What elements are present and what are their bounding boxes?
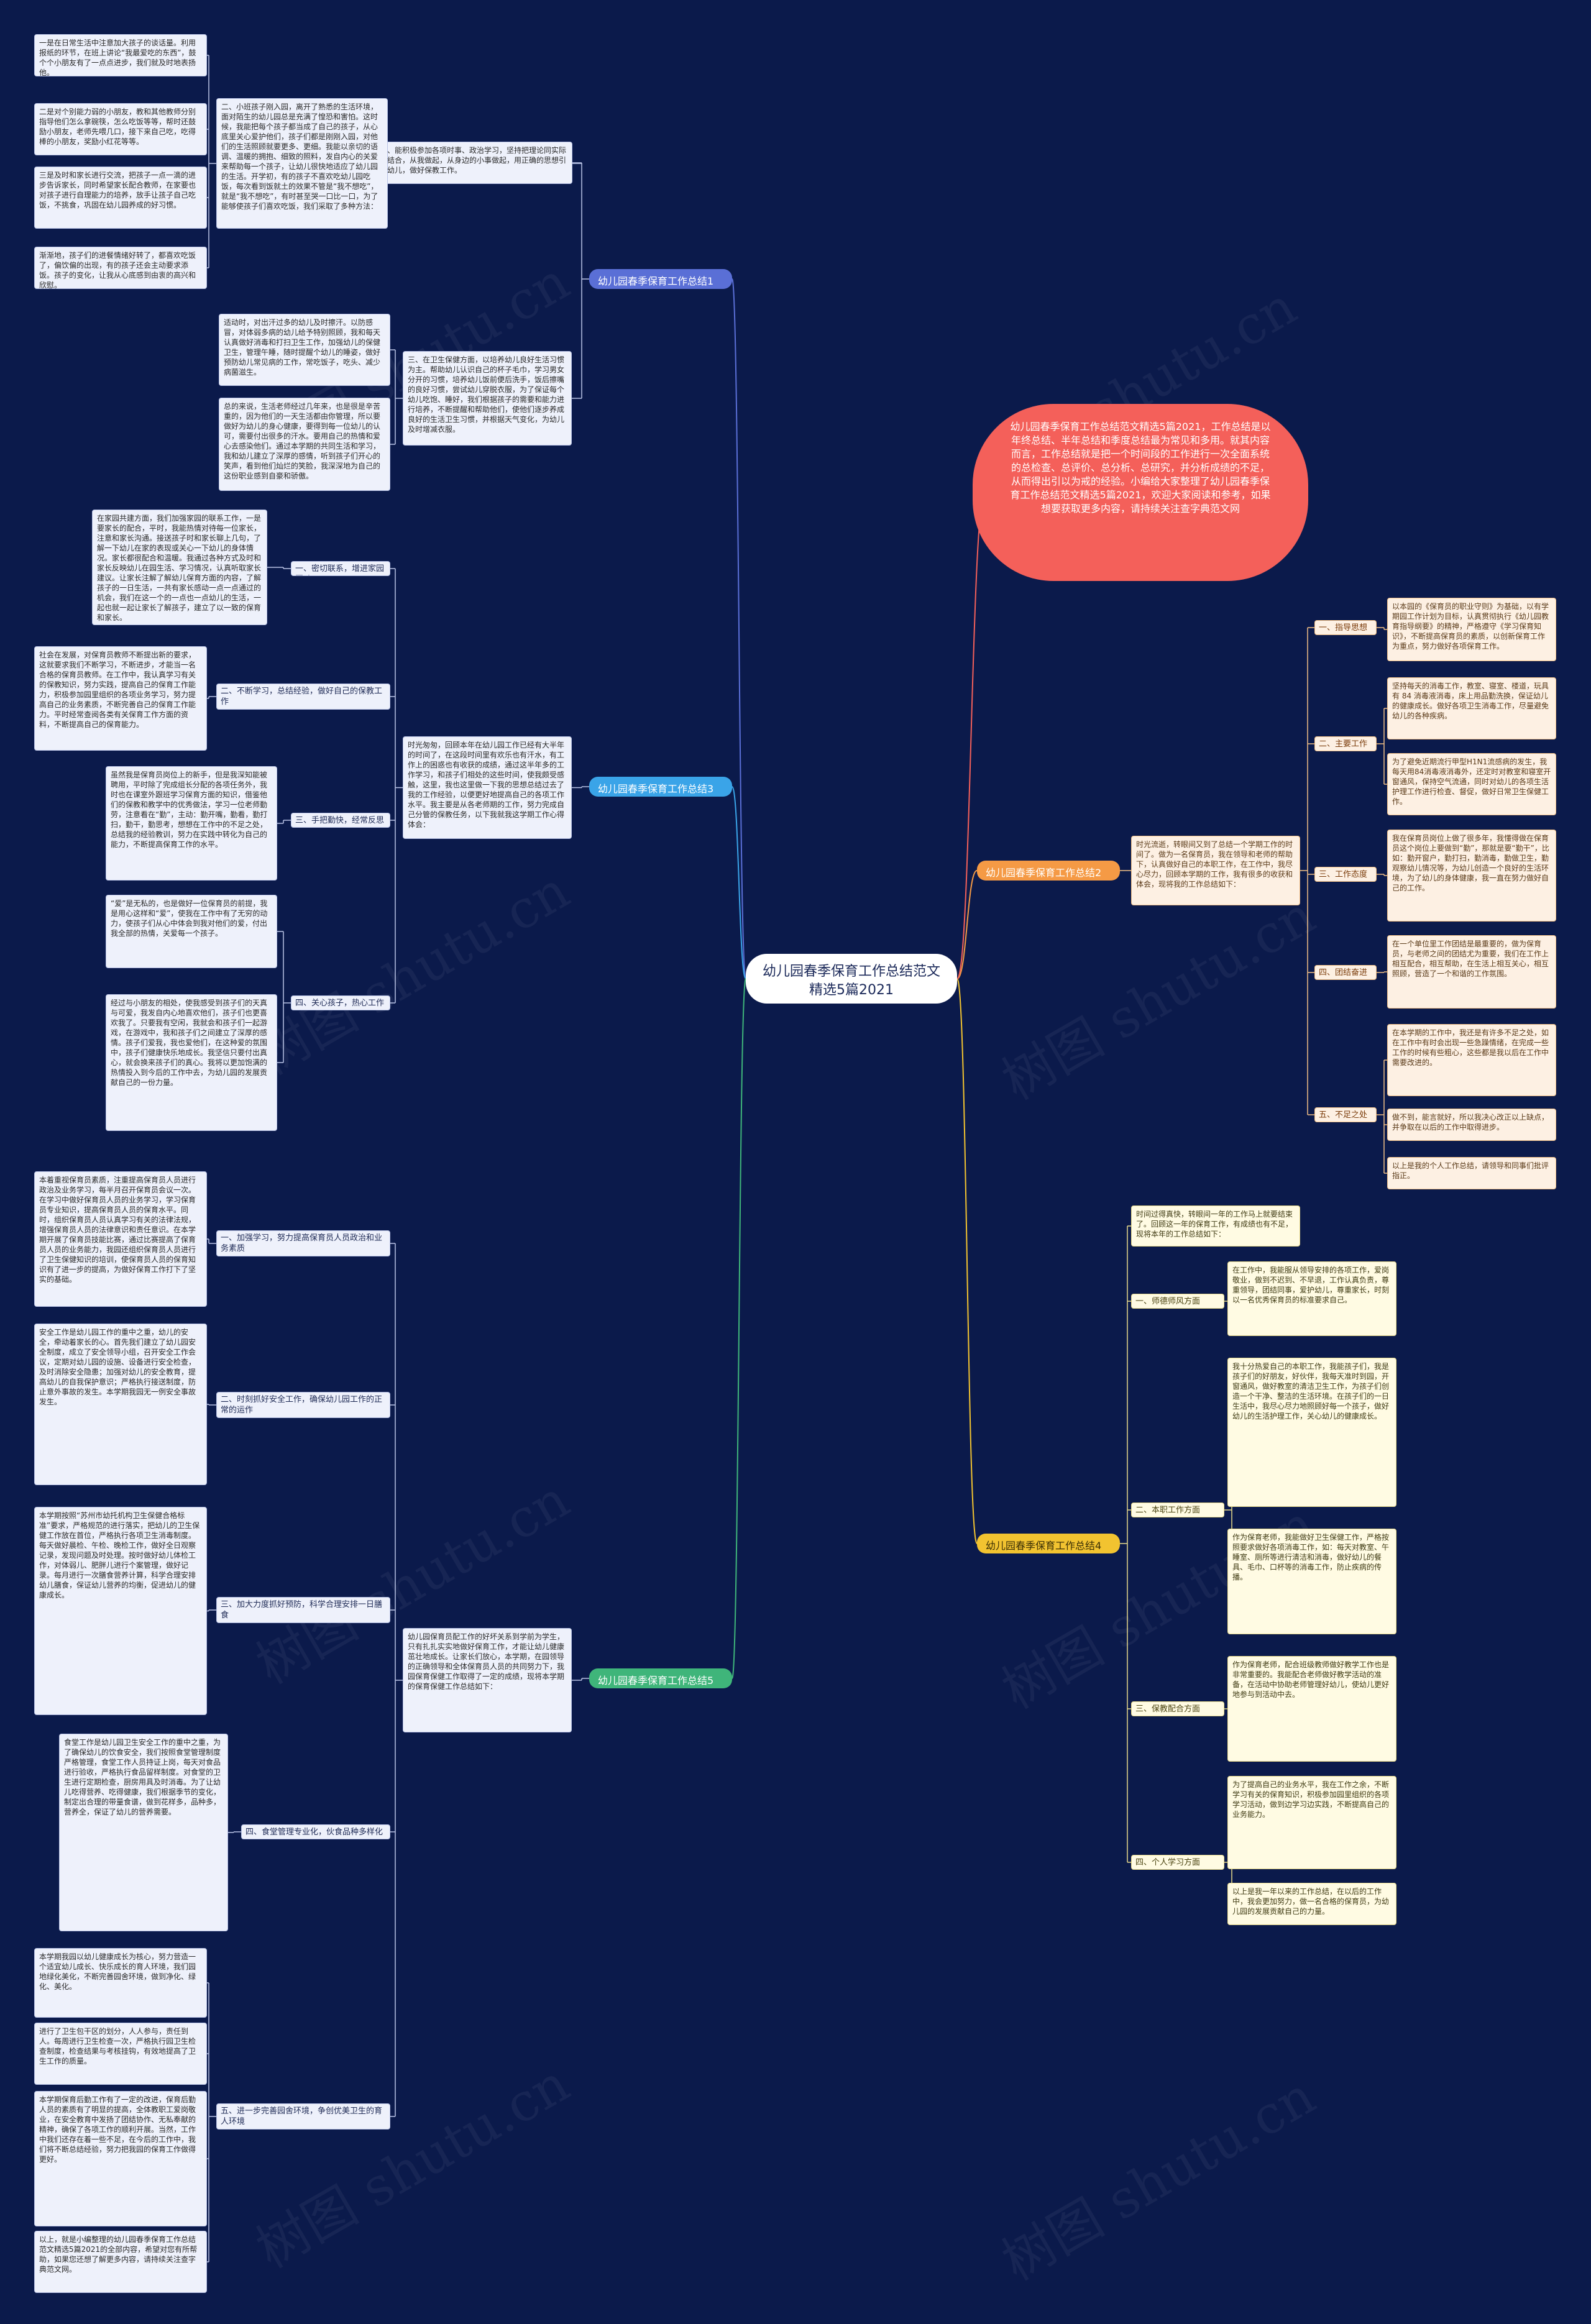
connector (207, 1404, 216, 1406)
branch-3-summary: 时光匆匆，回顾本年在幼儿园工作已经有大半年的时间了，在这段时间里有欢乐也有汗水，… (403, 736, 572, 839)
connector (572, 786, 589, 789)
branch-5-label-1[interactable]: 一、加强学习，努力提高保育员人员政治和业务素质 (216, 1230, 390, 1256)
branch-1-item-2a: 一是在日常生活中注意加大孩子的谈话量。利用报纸的环节，在班上讲论“我最爱吃的东西… (34, 34, 207, 76)
branch-1-item-3: 三、在卫生保健方面，以培养幼儿良好生活习惯为主。帮助幼儿认识自己的杯子毛巾，学习… (403, 351, 572, 446)
branch-2-text-5b: 做不到，能言就好，所以我决心改正以上缺点，并争取在以后的工作中取得进步。 (1387, 1109, 1556, 1141)
connector (207, 55, 216, 268)
connector (207, 1609, 216, 1612)
branch-3-text-2: 社会在发展，对保育员教师不断提出新的要求，这就要求我们不断学习，不断进步，才能当… (34, 646, 207, 751)
branch-4[interactable]: 幼儿园春季保育工作总结4 (977, 1534, 1120, 1553)
connector (1224, 1432, 1232, 1582)
connector (956, 492, 986, 979)
branch-4-text-1: 在工作中，我能服从领导安排的各项工作，爱岗敬业，做到不迟到、不早退，工作认真负责… (1227, 1261, 1396, 1336)
branch-5[interactable]: 幼儿园春季保育工作总结5 (589, 1668, 732, 1688)
branch-1-item-3b: 总的来说，生活老师经过几年来，也是很是辛苦重的，因为他们的一天生活都由你管理，所… (219, 398, 390, 491)
branch-2-text-4: 在一个单位里工作团结是最重要的，做为保育员，与老师之间的团结尤为重要，我们在工作… (1387, 935, 1556, 1009)
branch-4-text-2b: 作为保育老师，我能做好卫生保健工作，严格按照要求做好各项消毒工作，如：每天对教室… (1227, 1529, 1396, 1634)
connector (1377, 1059, 1387, 1174)
connector (1120, 1225, 1131, 1863)
branch-3-text-3: 虽然我是保育员岗位上的新手，但是我深知能被聘用，平时除了完成组长分配的各项任务外… (106, 766, 277, 881)
branch-4-label-4[interactable]: 四、个人学习方面 (1131, 1855, 1224, 1870)
branch-5-label-2[interactable]: 二、时刻抓好安全工作，确保幼儿园工作的正常的运作 (216, 1392, 390, 1418)
branch-1-item-3a: 适动时，对出汗过多的幼儿及时擦汗。以防感冒，对体弱多病的幼儿给予特别照顾，我和每… (219, 314, 390, 386)
branch-1-item-2d: 渐渐地，孩子们的进餐情绪好转了，都喜欢吃饭了，偏饮偏的出现，有的孩子还会主动要求… (34, 247, 207, 289)
connector (277, 820, 291, 824)
connector (956, 870, 978, 979)
connector (1377, 874, 1387, 876)
branch-5-label-3[interactable]: 三、加大力度抓好预防，科学合理安排一日膳食 (216, 1597, 390, 1623)
branch-2-label-1[interactable]: 一、指导思想 (1314, 620, 1377, 635)
branch-1-item-2b: 二是对个别能力弱的小朋友，教和其他教师分别指导他们怎么拿碗筷，怎么吃饭等等，帮时… (34, 103, 207, 155)
connector (277, 931, 291, 1063)
branch-4-text-3: 作为保育老师，配合班级教师做好教学工作也是非常重要的。我能配合老师做好教学活动的… (1227, 1656, 1396, 1762)
branch-4-text-4b: 以上是我一年以来的工作总结，在以后的工作中，我会更加努力，做一名合格的保育员，为… (1227, 1883, 1396, 1925)
branch-5-text-4: 食堂工作是幼儿园卫生安全工作的重中之重，为了确保幼儿的饮食安全，我们按照食堂管理… (59, 1734, 228, 1931)
branch-3-text-4a: “爱”是无私的，也是做好一位保育员的前提，我是用心这样和“爱”，使我在工作中有了… (106, 895, 277, 968)
branch-4-text-4a: 为了提高自己的业务水平，我在工作之余，不断学习有关的保育知识，积极参加园里组织的… (1227, 1776, 1396, 1869)
branch-5-text-5c: 本学期保育后勤工作有了一定的改进，保育后勤人员的素质有了明显的提高，全体教职工爱… (34, 2091, 207, 2226)
connector (267, 567, 291, 569)
branch-3-label-4[interactable]: 四、关心孩子，热心工作 (291, 995, 390, 1010)
branch-5-label-5[interactable]: 五、进一步完善园舍环境，争创优美卫生的育人环境 (216, 2103, 390, 2130)
branch-1-item-2: 二、小班孩子刚入园，离开了熟悉的生活环境，面对陌生的幼儿园总是充满了惶恐和害怕。… (216, 98, 388, 229)
connector (390, 349, 403, 445)
branch-2-label-3[interactable]: 三、工作态度 (1314, 867, 1377, 882)
connector (390, 1243, 403, 2117)
branch-2-label-2[interactable]: 二、主要工作 (1314, 736, 1377, 751)
connector (390, 568, 403, 1004)
root-topic[interactable]: 幼儿园春季保育工作总结范文精选5篇2021 (746, 954, 957, 1004)
connector (572, 1678, 589, 1681)
branch-4-label-3[interactable]: 三、保教配合方面 (1131, 1701, 1224, 1716)
branch-3-label-1[interactable]: 一、密切联系，增进家园互动 (291, 561, 390, 576)
branch-5-summary: 幼儿园保育员配工作的好坏关系到学前为学生，只有扎扎实实地做好保育工作，才能让幼儿… (403, 1628, 572, 1732)
branch-3-text-4b: 经过与小朋友的相处，使我感受到孩子们的天真与可爱，我发自内心地喜欢他们，孩子们也… (106, 994, 277, 1131)
branch-2-text-3: 我在保育员岗位上做了很多年，我懂得做在保育员这个岗位上要做到“勤”，那就是要“勤… (1387, 830, 1556, 922)
branch-3-label-2[interactable]: 二、不断学习，总结经验，做好自己的保教工作 (216, 684, 390, 710)
connector (956, 978, 978, 1544)
branch-3-text-1: 在家园共建方面，我们加强家园的联系工作，一是要家长的配合，平时，我能热情对待每一… (92, 510, 267, 625)
branch-2-text-2b: 为了避免近期流行甲型H1N1流感病的发生，我每天用84消毒液消毒外，还定时对教室… (1387, 753, 1556, 815)
connector (207, 696, 216, 699)
connector (731, 978, 746, 1679)
connector (1377, 708, 1387, 785)
branch-2-text-2a: 坚持每天的消毒工作，教室、寝室、楼道，玩具有 84 消毒液消毒，床上用品勤洗换，… (1387, 677, 1556, 739)
connector (388, 162, 589, 399)
branch-4-text-2a: 我十分热爱自己的本职工作，我能孩子们，我是孩子们的好朋友，好伙伴，我每天准时到园… (1227, 1358, 1396, 1507)
branch-5-text-2: 安全工作是幼儿园工作的重中之重，幼儿的安全，牵动着家长的心。首先我们建立了幼儿园… (34, 1324, 207, 1485)
connector (731, 786, 746, 979)
branch-2-text-1: 以本园的《保育员的职业守则》为基础，以有学期园工作计划为目标，认真贯彻执行《幼儿… (1387, 598, 1556, 661)
connector (1300, 627, 1314, 1115)
branch-4-label-2[interactable]: 二、本职工作方面 (1131, 1503, 1224, 1517)
intro-bubble[interactable]: 幼儿园春季保育工作总结范文精选5篇2021，工作总结是以年终总结、半年总结和季度… (973, 404, 1308, 581)
branch-2-label-5[interactable]: 五、不足之处 (1314, 1107, 1377, 1122)
branch-2-summary: 时光流逝，转眼间又到了总结一个学期工作的时间了。做为一名保育员，我在领导和老师的… (1131, 836, 1300, 905)
branch-2[interactable]: 幼儿园春季保育工作总结2 (977, 861, 1120, 881)
branch-2-text-5a: 在本学期的工作中，我还是有许多不足之处，如在工作中有时会出现一些急躁情绪，在完成… (1387, 1024, 1556, 1096)
branch-5-text-5b: 进行了卫生包干区的划分，人人参与，责任到人。每周进行卫生检查一次，严格执行园卫生… (34, 2023, 207, 2085)
branch-1-item-1: 一、能积极参加各项时事、政治学习，坚持把理论同实际相结合，从我做起，从身边的小事… (375, 142, 572, 184)
branch-3-label-3[interactable]: 三、手把勤快，经常反思 (291, 813, 390, 828)
branch-1[interactable]: 幼儿园春季保育工作总结1 (589, 269, 732, 289)
branch-2-label-4[interactable]: 四、团结奋进 (1314, 965, 1377, 980)
branch-4-label-1[interactable]: 一、师德师风方面 (1131, 1294, 1224, 1309)
branch-4-summary: 时间过得真快，转眼间一年的工作马上就要结束了。回顾这一年的保育工作，有成绩也有不… (1131, 1205, 1300, 1247)
branch-3[interactable]: 幼儿园春季保育工作总结3 (589, 777, 732, 797)
branch-5-label-4[interactable]: 四、食堂管理专业化，伙食品种多样化 (241, 1824, 390, 1839)
branch-5-text-1: 本着重视保育员素质，注重提高保育员人员进行政治及业务学习，每半月召开保育员会议一… (34, 1171, 207, 1307)
branch-2-text-5c: 以上是我的个人工作总结，请领导和同事们批评指正。 (1387, 1157, 1556, 1189)
branch-5-text-3: 本学期按照“苏州市幼托机构卫生保健合格标准”要求，严格规范的进行落实，把幼儿的卫… (34, 1507, 207, 1715)
connector (731, 278, 746, 979)
connector (1377, 627, 1387, 630)
branch-1-item-2c: 三是及时和家长进行交流，把孩子一点一滴的进步告诉家长，同时希望家长配合教师，在家… (34, 167, 207, 229)
connector (207, 1238, 216, 1244)
branch-5-text-5a: 本学期我园以幼儿健康成长为核心，努力营造一个适宜幼儿成长、快乐成长的育人环境，我… (34, 1948, 207, 2018)
branch-5-text-5d: 以上，就是小编整理的幼儿园春季保育工作总结范文精选5篇2021的全部内容，希望对… (34, 2231, 207, 2293)
connector (207, 1982, 216, 2262)
